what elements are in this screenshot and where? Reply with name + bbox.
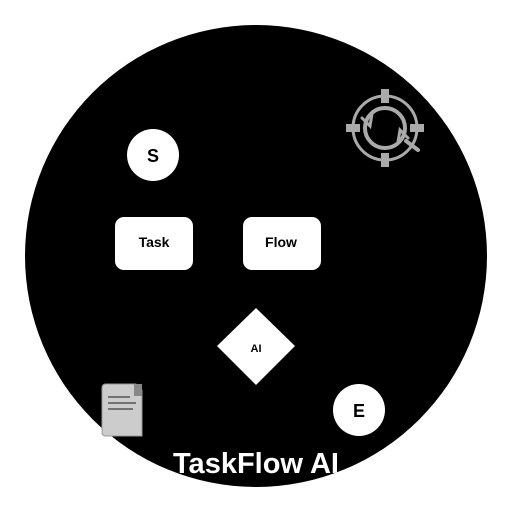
- start-node-label: S: [147, 146, 159, 166]
- end-node-label: E: [353, 401, 365, 421]
- logo-title: TaskFlow AI: [173, 448, 339, 480]
- ai-decision-node: AI: [217, 308, 295, 385]
- sync-gear-icon: [346, 89, 424, 167]
- flow-node: Flow: [243, 217, 321, 270]
- task-node-label: Task: [139, 234, 170, 250]
- document-icon: [101, 383, 143, 437]
- start-node: S: [127, 129, 179, 181]
- task-node: Task: [115, 217, 193, 270]
- end-node: E: [333, 384, 385, 436]
- ai-decision-label: AI: [251, 343, 262, 355]
- flow-node-label: Flow: [265, 234, 297, 250]
